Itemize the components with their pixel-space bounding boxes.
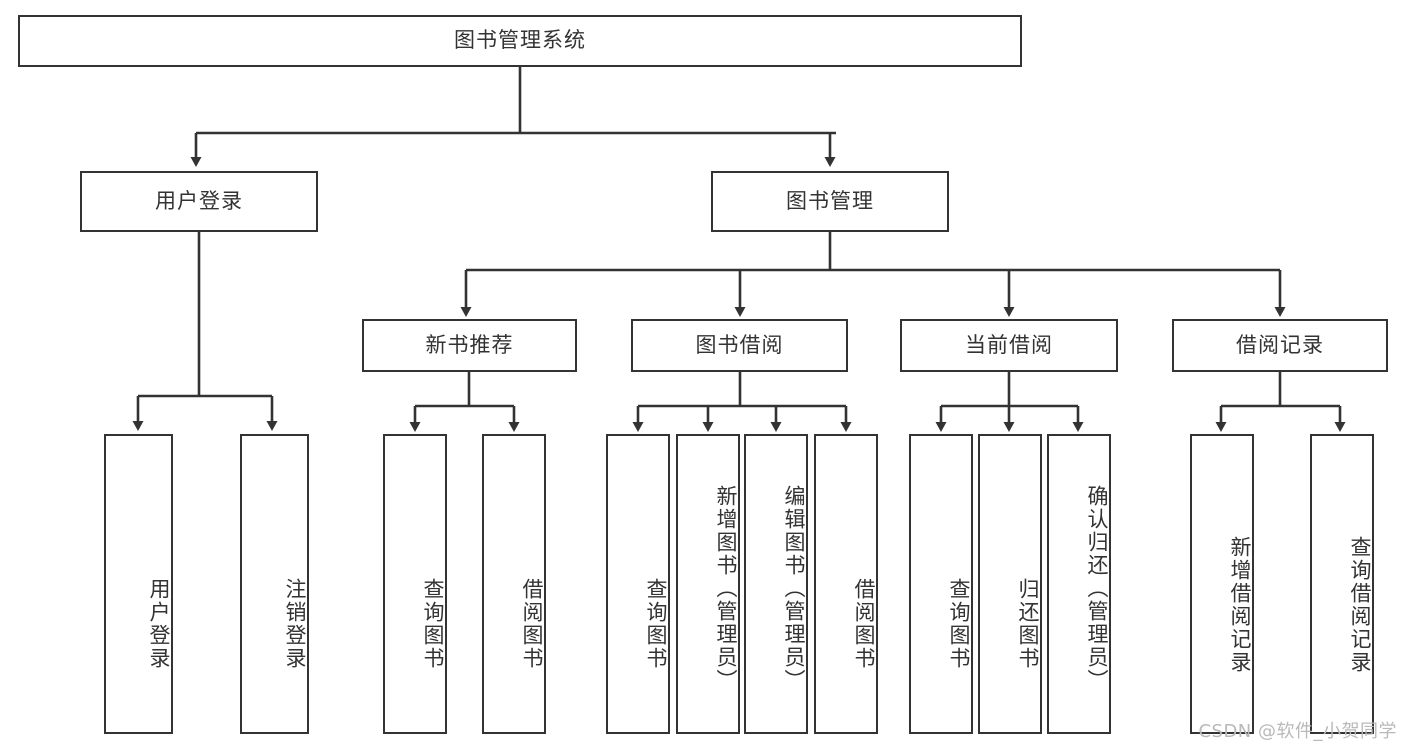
leaf-current-query-book[interactable]: 查询图书	[909, 434, 973, 734]
node-current-borrow[interactable]: 当前借阅	[900, 319, 1118, 372]
node-label: 查询借阅记录	[1348, 536, 1372, 674]
node-label: 归还图书	[1016, 578, 1040, 670]
node-label: 借阅图书	[852, 578, 876, 670]
leaf-recommend-borrow-book[interactable]: 借阅图书	[482, 434, 546, 734]
node-label: 用户登录	[155, 188, 243, 213]
node-root-system[interactable]: 图书管理系统	[18, 15, 1022, 67]
node-user-login[interactable]: 用户登录	[80, 171, 318, 232]
node-label: 新增借阅记录	[1228, 536, 1252, 674]
leaf-user-login-signin[interactable]: 用户登录	[104, 434, 173, 734]
node-label: 查询图书	[421, 578, 445, 670]
node-label: 图书管理	[786, 188, 874, 213]
node-label: 图书借阅	[695, 332, 784, 357]
node-book-borrow[interactable]: 图书借阅	[631, 319, 848, 372]
node-label: 当前借阅	[965, 332, 1053, 357]
node-label: 新增图书（管理员）	[714, 484, 738, 692]
leaf-current-return-book[interactable]: 归还图书	[978, 434, 1042, 734]
watermark: CSDN @软件_小贺同学	[1198, 721, 1397, 742]
node-label: 查询图书	[644, 578, 668, 670]
node-label: 新书推荐	[425, 332, 514, 357]
leaf-record-add-record[interactable]: 新增借阅记录	[1190, 434, 1254, 734]
node-label: 编辑图书（管理员）	[782, 484, 806, 692]
node-label: 借阅图书	[520, 578, 544, 670]
leaf-borrow-edit-book-admin[interactable]: 编辑图书（管理员）	[744, 434, 808, 734]
node-label: 注销登录	[283, 578, 307, 670]
leaf-borrow-query-book[interactable]: 查询图书	[606, 434, 670, 734]
leaf-user-login-signout[interactable]: 注销登录	[240, 434, 309, 734]
node-borrow-record[interactable]: 借阅记录	[1172, 319, 1388, 372]
node-label: 借阅记录	[1236, 332, 1324, 357]
node-label: 查询图书	[947, 578, 971, 670]
node-label: 确认归还（管理员）	[1085, 484, 1109, 692]
leaf-borrow-borrow-book[interactable]: 借阅图书	[814, 434, 878, 734]
leaf-record-query-record[interactable]: 查询借阅记录	[1310, 434, 1374, 734]
node-new-book-recommend[interactable]: 新书推荐	[362, 319, 577, 372]
node-book-management[interactable]: 图书管理	[711, 171, 949, 232]
leaf-borrow-add-book-admin[interactable]: 新增图书（管理员）	[676, 434, 740, 734]
leaf-recommend-query-book[interactable]: 查询图书	[383, 434, 447, 734]
node-label: 图书管理系统	[454, 28, 586, 53]
leaf-current-confirm-return-admin[interactable]: 确认归还（管理员）	[1047, 434, 1111, 734]
node-label: 用户登录	[147, 578, 171, 670]
